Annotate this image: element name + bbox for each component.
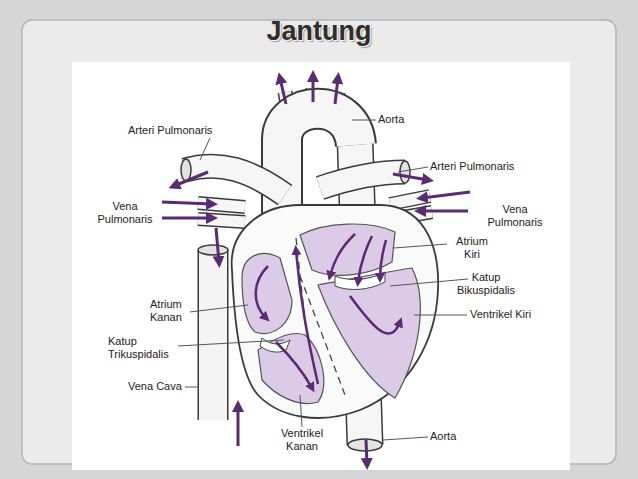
picture-area: [72, 62, 570, 470]
leader-line: [394, 244, 447, 248]
flow-arrow: [276, 342, 312, 388]
leader-line: [390, 279, 468, 286]
flow-arrow: [162, 217, 212, 220]
leader-line: [185, 387, 199, 388]
heart-body: [232, 205, 438, 418]
flow-arrow: [358, 236, 372, 282]
part-label: Arteri Pulmonaris: [128, 124, 248, 137]
pulmonary-artery-outline: [185, 166, 285, 195]
flow-arrow: [280, 78, 286, 104]
part-label: Atrium Kiri: [448, 235, 496, 261]
leader-line: [178, 340, 284, 346]
flow-arrow: [393, 174, 428, 180]
leader-line: [414, 315, 467, 316]
flow-arrow: [420, 210, 468, 213]
flow-arrow: [335, 78, 338, 104]
pulmonary-artery-tube: [320, 172, 405, 188]
flow-arrow: [162, 202, 212, 204]
part-label: Vena Cava: [128, 380, 198, 393]
part-label: Ventrikel Kiri: [470, 308, 570, 321]
part-label: Vena Pulmonaris: [88, 200, 162, 226]
part-label: Katup Trikuspidalis: [108, 335, 190, 361]
flow-arrow: [216, 228, 219, 262]
leader-line: [398, 167, 428, 172]
flow-arrow: [256, 266, 268, 318]
part-label: Atrium Kanan: [150, 298, 202, 324]
flow-arrow: [296, 250, 318, 384]
flow-arrow: [350, 296, 400, 334]
leader-line: [352, 120, 376, 121]
part-label: Vena Pulmonaris: [478, 203, 552, 229]
flow-arrow: [422, 192, 470, 198]
part-label: Arteri Pulmonaris: [430, 160, 555, 173]
leader-line: [300, 395, 302, 427]
pulmonary-artery-tube: [185, 166, 285, 195]
right-atrium: [242, 254, 292, 334]
pulmonary-artery-end: [181, 159, 191, 181]
slide-title: Jantung: [0, 16, 638, 47]
flow-arrow: [366, 440, 367, 464]
part-label: Katup Bikuspidalis: [446, 271, 526, 297]
pulmonary-artery-end: [400, 161, 410, 183]
leader-line: [383, 437, 428, 440]
leader-line: [200, 138, 210, 160]
part-label: Aorta: [378, 113, 422, 126]
flow-arrow: [380, 240, 386, 278]
flow-arrow: [237, 406, 240, 446]
left-ventricle: [318, 268, 420, 398]
flow-arrow: [312, 76, 315, 102]
part-label: Ventrikel Kanan: [270, 427, 334, 453]
leader-line: [190, 305, 248, 312]
flow-arrow: [174, 172, 208, 186]
pulmonary-artery-outline: [320, 172, 405, 188]
vena-cava-tube: [199, 250, 227, 420]
flow-arrow: [330, 234, 355, 276]
vena-cava-outline: [198, 250, 229, 420]
part-label: Aorta: [430, 430, 474, 443]
vena-cava-end: [198, 245, 228, 255]
